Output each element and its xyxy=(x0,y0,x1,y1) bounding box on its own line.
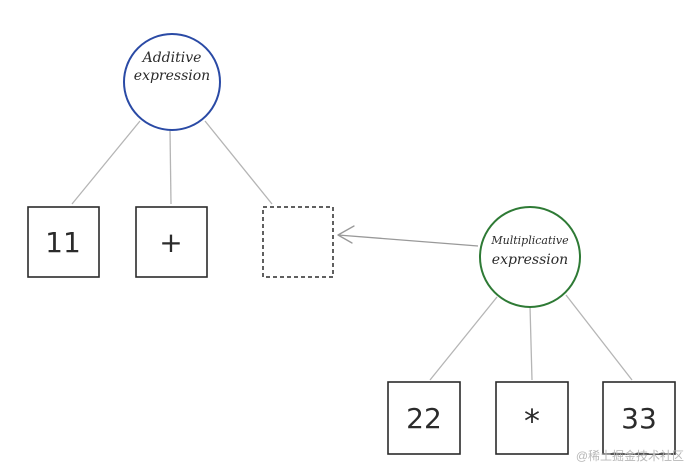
additive-node-label-line1: Additive xyxy=(141,50,202,66)
leaf-label-star: * xyxy=(524,402,540,440)
leaf-label-22: 22 xyxy=(406,402,442,435)
edge-additive-to-plus xyxy=(169,129,172,205)
multiplicative-expression-node: Multiplicative expression xyxy=(479,206,581,308)
leaf-box-11: 11 xyxy=(27,206,100,278)
leaf-label-33: 33 xyxy=(621,402,657,435)
edge-additive-to-11 xyxy=(71,120,141,205)
leaf-box-star: * xyxy=(495,381,569,455)
leaf-box-33: 33 xyxy=(602,381,676,455)
multiplicative-node-label-line2: expression xyxy=(492,252,568,268)
edge-multiplicative-to-star xyxy=(529,305,533,381)
leaf-label-plus: + xyxy=(159,226,182,259)
additive-expression-node: Additive expression xyxy=(123,33,221,131)
edge-multiplicative-to-33 xyxy=(565,294,633,381)
edge-multiplicative-to-22 xyxy=(429,296,498,381)
substitution-arrow xyxy=(337,225,479,247)
leaf-box-plus: + xyxy=(135,206,208,278)
additive-node-label-line2: expression xyxy=(134,68,210,84)
placeholder-box xyxy=(262,206,334,278)
edge-additive-to-placeholder xyxy=(204,120,273,205)
watermark-text: @稀土掘金技术社区 xyxy=(575,449,684,463)
leaf-label-11: 11 xyxy=(45,226,81,259)
leaf-box-22: 22 xyxy=(387,381,461,455)
multiplicative-node-label-line1: Multiplicative xyxy=(490,234,569,247)
